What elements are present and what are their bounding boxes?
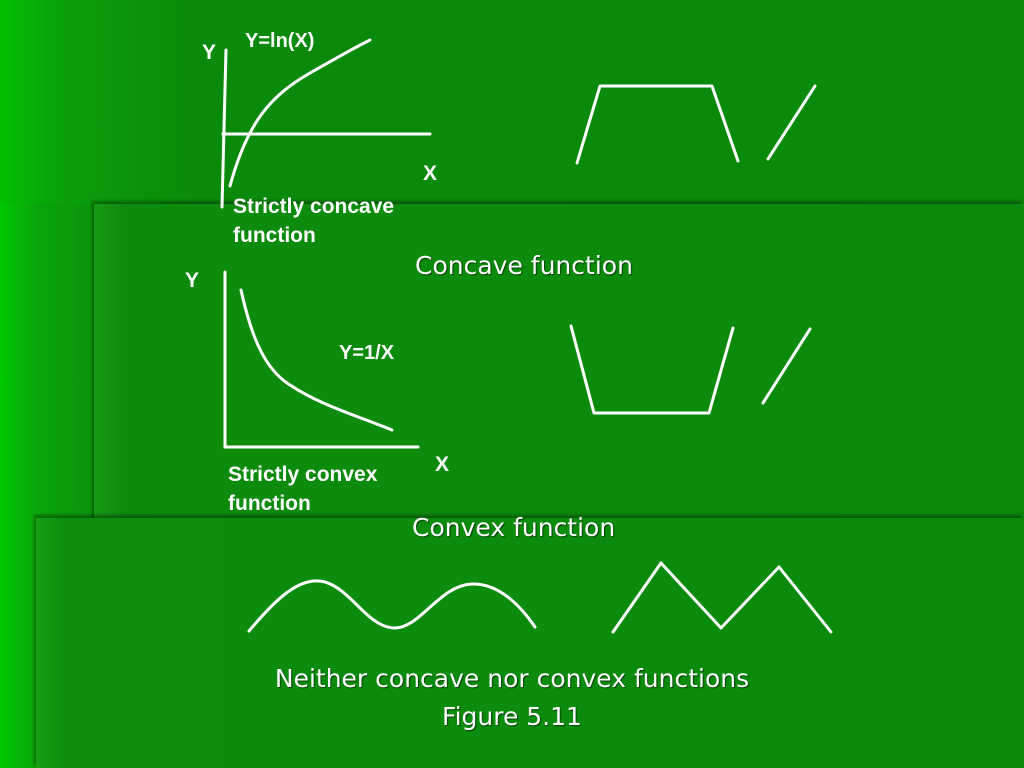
neither-zigzag-shape bbox=[611, 561, 833, 634]
convex-straight-line bbox=[761, 327, 812, 405]
figure-number: Figure 5.11 bbox=[442, 702, 582, 731]
middle-graph-reciprocal-curve bbox=[239, 288, 394, 432]
top-graph-description-line1: Strictly concave bbox=[233, 195, 395, 218]
middle-graph-description: Strictly convex function bbox=[228, 460, 377, 518]
neither-wave-shape bbox=[247, 579, 537, 633]
neither-caption: Neither concave nor convex functions bbox=[274, 664, 750, 693]
concave-straight-line bbox=[766, 84, 817, 161]
top-graph-curve-label: Y=ln(X) bbox=[245, 30, 315, 52]
middle-graph-description-line1: Strictly convex bbox=[228, 463, 378, 486]
middle-graph-curve-label: Y=1/X bbox=[339, 342, 395, 364]
top-graph-y-axis bbox=[220, 48, 228, 209]
middle-graph-y-label: Y bbox=[185, 269, 200, 292]
top-graph-ln-curve bbox=[228, 38, 372, 188]
top-graph-description-line2: function bbox=[233, 224, 316, 247]
top-graph-y-label: Y bbox=[202, 41, 217, 64]
convex-trapezoid-shape bbox=[569, 324, 735, 415]
concave-caption: Concave function bbox=[415, 251, 633, 280]
convex-caption: Convex function bbox=[412, 513, 616, 542]
middle-graph-x-label: X bbox=[435, 453, 450, 476]
concave-trapezoid-shape bbox=[575, 84, 740, 165]
top-graph-description: Strictly concave function bbox=[233, 192, 394, 250]
top-graph-x-label: X bbox=[423, 162, 438, 185]
middle-graph-description-line2: function bbox=[228, 492, 311, 515]
